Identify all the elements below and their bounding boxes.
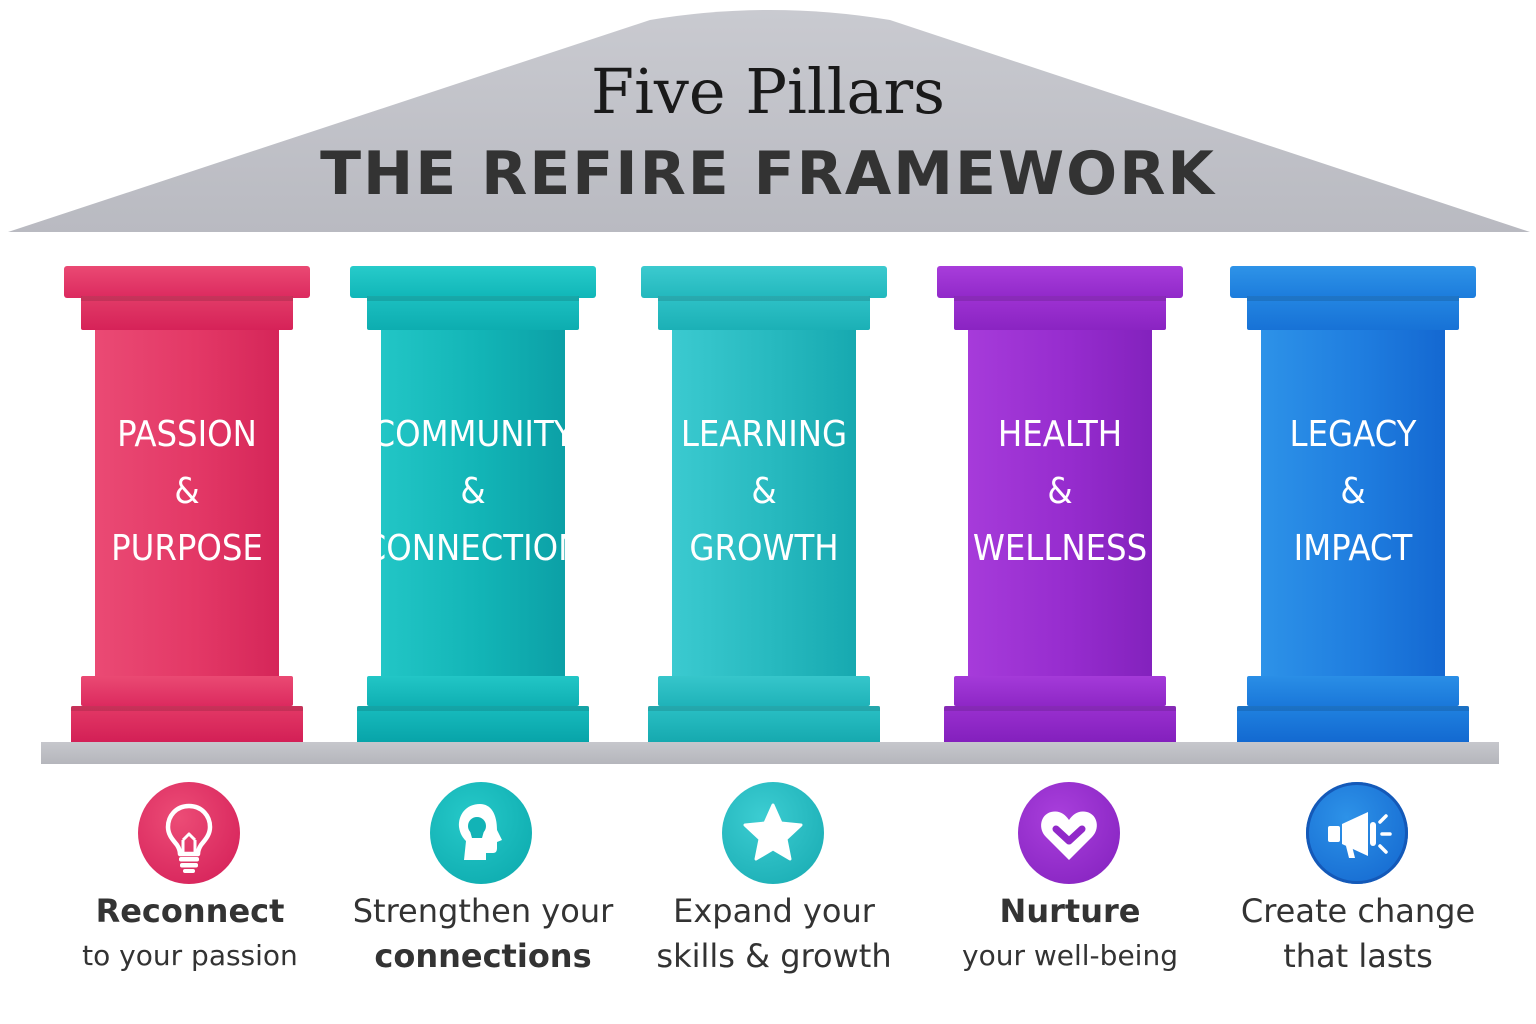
pillar-label-line: &: [1047, 471, 1073, 512]
pillar-legacy-impact: LEGACY & IMPACT: [1230, 266, 1476, 744]
heart-check-icon: [1018, 782, 1120, 884]
pillar-base-upper: [81, 676, 293, 706]
pillar-label: LEGACY & IMPACT: [1230, 406, 1476, 577]
caption-line1: Create change: [1240, 892, 1476, 930]
caption-line1: Reconnect: [95, 892, 285, 930]
pillar-caption-learning: Expand your skills & growth: [624, 888, 924, 978]
pillar-label: LEARNING & GROWTH: [641, 406, 887, 577]
roof-pediment: [8, 10, 1530, 232]
pillar-label-line: PASSION: [117, 414, 257, 455]
pillar-caption-legacy: Create change that lasts: [1208, 888, 1508, 978]
pillar-label-line: &: [1340, 471, 1366, 512]
pillar-capital-lower: [81, 296, 293, 330]
pillar-community-connection: COMMUNITY & CONNECTION: [350, 266, 596, 744]
pillar-platform: [41, 742, 1499, 764]
star-icon: [722, 782, 824, 884]
pillar-label-line: WELLNESS: [972, 528, 1148, 569]
pillar-learning-growth: LEARNING & GROWTH: [641, 266, 887, 744]
pillar-label: HEALTH & WELLNESS: [937, 406, 1183, 577]
pillar-base-upper: [367, 676, 579, 706]
pillar-capital-top: [64, 266, 310, 298]
pillar-base-lower: [944, 706, 1176, 744]
pillar-base-upper: [658, 676, 870, 706]
pillar-capital-lower: [1247, 296, 1459, 330]
caption-line1: Strengthen your: [352, 892, 614, 930]
diagram-subtitle: THE REFIRE FRAMEWORK: [320, 139, 1216, 209]
pillar-health-wellness: HEALTH & WELLNESS: [937, 266, 1183, 744]
pillar-shaft: [95, 330, 279, 676]
pillar-caption-health: Nurture your well-being: [920, 888, 1220, 978]
lightbulb-icon: [138, 782, 240, 884]
pillar-base-upper: [1247, 676, 1459, 706]
pillar-shaft: [672, 330, 856, 676]
pillar-base-lower: [71, 706, 303, 744]
pillar-capital-lower: [954, 296, 1166, 330]
pillar-base-upper: [954, 676, 1166, 706]
megaphone-icon: [1306, 782, 1408, 884]
caption-line1: Expand your: [673, 892, 875, 930]
pillar-capital-lower: [367, 296, 579, 330]
pillar-label-line: IMPACT: [1293, 528, 1413, 569]
pillar-base-lower: [357, 706, 589, 744]
pillar-capital-lower: [658, 296, 870, 330]
pillar-label-line: &: [751, 471, 777, 512]
caption-line2: skills & growth: [656, 937, 892, 975]
pillar-label: PASSION & PURPOSE: [64, 406, 310, 577]
pillar-label-line: PURPOSE: [111, 528, 263, 569]
pillar-label-line: COMMUNITY: [372, 414, 574, 455]
pillar-label-line: &: [460, 471, 486, 512]
pillar-label-line: HEALTH: [997, 414, 1123, 455]
pillar-label-line: GROWTH: [689, 528, 839, 569]
diagram-title: Five Pillars: [591, 55, 945, 128]
caption-line2: that lasts: [1283, 937, 1433, 975]
pillar-passion-purpose: PASSION & PURPOSE: [64, 266, 310, 744]
pillar-caption-community: Strengthen your connections: [333, 888, 633, 978]
pillar-shaft: [968, 330, 1152, 676]
caption-line2: your well-being: [962, 939, 1178, 972]
pillar-label-line: LEGACY: [1289, 414, 1417, 455]
pillar-label-line: &: [174, 471, 200, 512]
pillar-capital-top: [1230, 266, 1476, 298]
pillar-base-lower: [1237, 706, 1469, 744]
pillar-label-line: CONNECTION: [363, 528, 583, 569]
caption-line2: connections: [374, 937, 592, 975]
pillar-caption-passion: Reconnect to your passion: [40, 888, 340, 978]
pillar-capital-top: [641, 266, 887, 298]
pillar-capital-top: [350, 266, 596, 298]
pillar-capital-top: [937, 266, 1183, 298]
pillar-label: COMMUNITY & CONNECTION: [350, 406, 596, 577]
caption-line2: to your passion: [82, 939, 298, 972]
pillar-label-line: LEARNING: [680, 414, 848, 455]
pillar-shaft: [381, 330, 565, 676]
pillar-shaft: [1261, 330, 1445, 676]
head-profile-icon: [430, 782, 532, 884]
pillar-base-lower: [648, 706, 880, 744]
caption-line1: Nurture: [999, 892, 1141, 930]
